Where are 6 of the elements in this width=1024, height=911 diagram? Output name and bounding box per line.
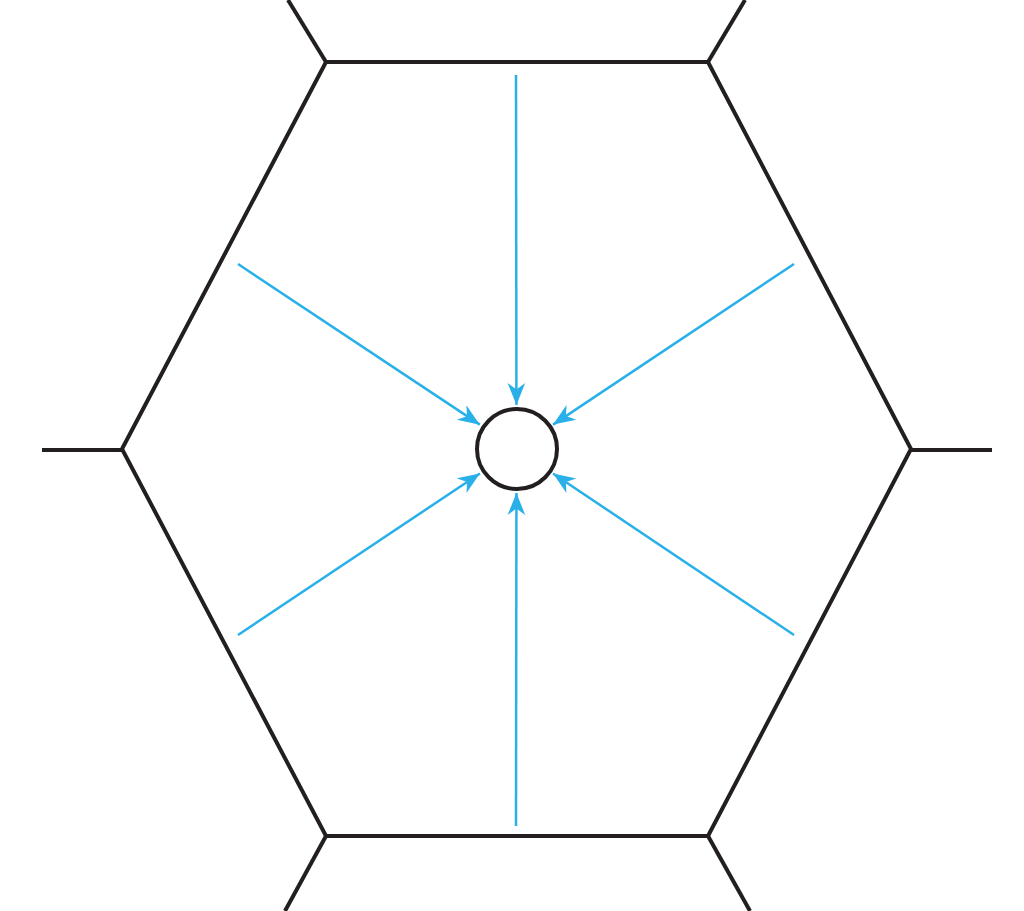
arrow (507, 75, 526, 405)
arrow (552, 472, 795, 637)
arrow (552, 262, 795, 426)
arrow (237, 472, 481, 637)
arrow (507, 493, 526, 826)
arrow (237, 262, 481, 426)
